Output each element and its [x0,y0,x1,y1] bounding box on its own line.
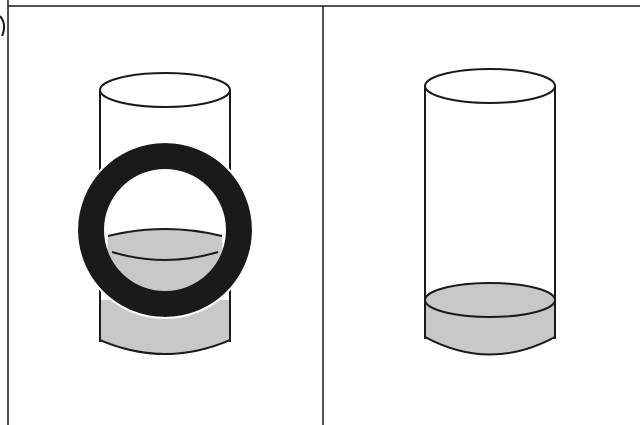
cropped-label-mark [0,16,4,36]
right-glass-rim [425,69,555,103]
right-panel [425,69,555,355]
right-liquid-surface [425,283,555,317]
magnifier [77,142,253,400]
left-panel [77,73,253,400]
right-glass [425,69,555,355]
left-glass-rim [100,73,230,107]
